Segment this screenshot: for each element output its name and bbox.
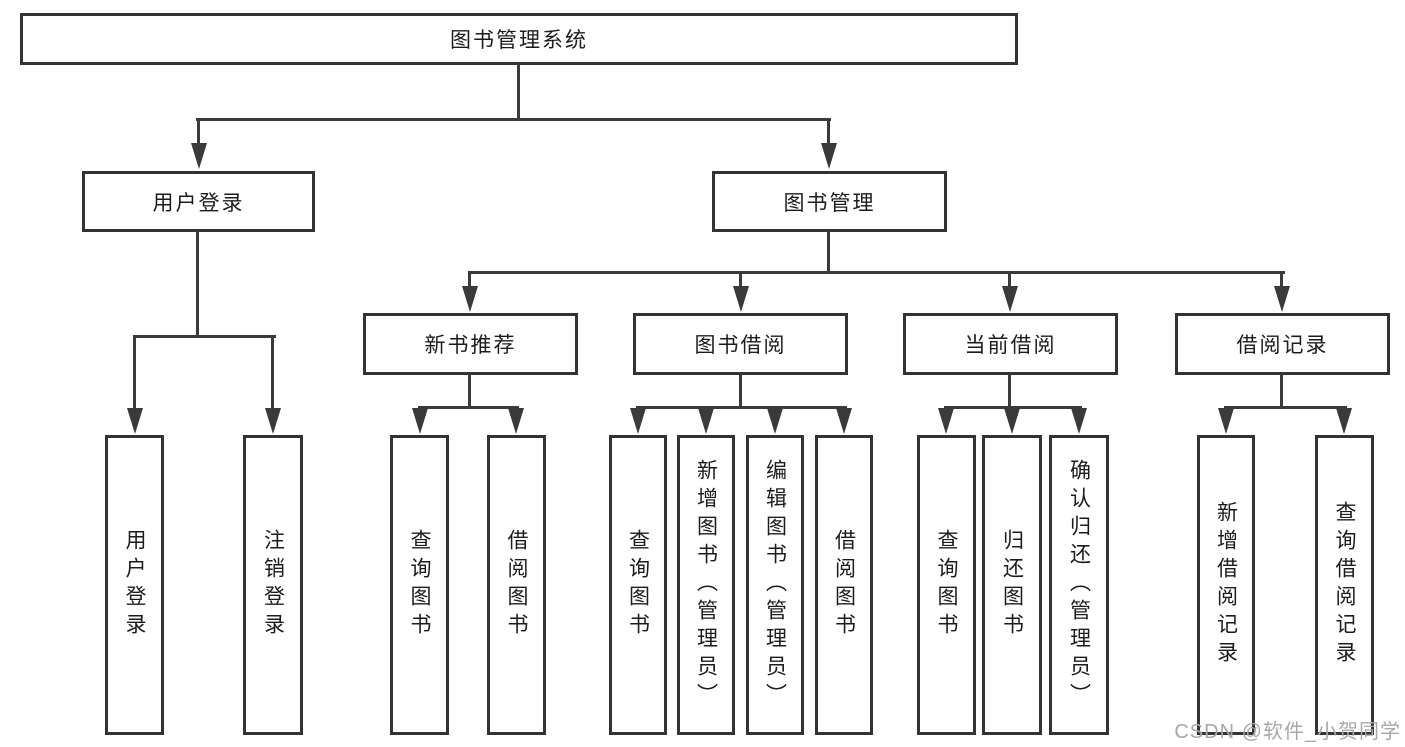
node-new-book-recommend: 新书推荐 <box>363 313 578 375</box>
leaf-borrow-books-recommend: 借阅图书 <box>487 435 546 735</box>
leaf-label: 编辑图书（管理员） <box>763 459 787 711</box>
leaf-user-login: 用户登录 <box>105 435 164 735</box>
arrow-down-icon <box>698 408 714 434</box>
connector-line <box>1280 374 1283 409</box>
node-label: 新书推荐 <box>424 334 517 357</box>
arrow-down-icon <box>733 286 749 312</box>
leaf-label: 借阅图书 <box>832 529 856 641</box>
leaf-add-books-admin: 新增图书（管理员） <box>677 435 735 735</box>
node-label: 图书管理 <box>783 191 876 215</box>
connector-line <box>468 271 1285 274</box>
node-borrow-record: 借阅记录 <box>1175 313 1390 375</box>
leaf-query-books-recommend: 查询图书 <box>390 435 449 735</box>
leaf-label: 查询借阅记录 <box>1333 501 1356 669</box>
leaf-query-books-borrow: 查询图书 <box>609 435 667 735</box>
node-book-borrow: 图书借阅 <box>633 313 848 375</box>
connector-line <box>944 406 1082 409</box>
leaf-label: 借阅图书 <box>505 529 528 641</box>
arrow-down-icon <box>836 408 852 434</box>
arrow-down-icon <box>1274 286 1290 312</box>
connector-line <box>517 64 520 121</box>
arrow-down-icon <box>191 143 207 169</box>
leaf-label: 查询图书 <box>935 529 958 641</box>
arrow-down-icon <box>412 408 428 434</box>
leaf-return-books: 归还图书 <box>982 435 1042 735</box>
leaf-query-books-current: 查询图书 <box>917 435 976 735</box>
arrow-down-icon <box>767 408 783 434</box>
connector-line <box>196 231 199 338</box>
connector-line <box>468 374 471 409</box>
leaf-add-borrow-record: 新增借阅记录 <box>1197 435 1255 735</box>
connector-line <box>196 118 831 121</box>
connector-line <box>271 335 274 411</box>
connector-line <box>133 335 276 338</box>
leaf-label: 归还图书 <box>1000 529 1024 641</box>
leaf-label: 新增借阅记录 <box>1214 501 1238 669</box>
connector-line <box>133 335 136 411</box>
connector-line <box>827 118 830 147</box>
connector-line <box>418 406 519 409</box>
connector-line <box>1008 374 1011 409</box>
connector-line <box>468 271 471 290</box>
leaf-label: 查询图书 <box>626 529 650 641</box>
leaf-label: 查询图书 <box>408 529 431 641</box>
node-label: 图书借阅 <box>694 334 787 357</box>
leaf-label: 用户登录 <box>123 529 146 641</box>
connector-line <box>1280 271 1283 290</box>
arrow-down-icon <box>1071 408 1087 434</box>
node-user-login: 用户登录 <box>82 171 315 232</box>
connector-line <box>739 374 742 409</box>
leaf-confirm-return-admin: 确认归还（管理员） <box>1049 435 1109 735</box>
connector-line <box>1224 406 1347 409</box>
leaf-label: 注销登录 <box>261 529 285 641</box>
node-label: 当前借阅 <box>964 334 1057 357</box>
arrow-down-icon <box>821 143 837 169</box>
arrow-down-icon <box>630 408 646 434</box>
node-library-management-system: 图书管理系统 <box>20 13 1018 65</box>
arrow-down-icon <box>1004 408 1020 434</box>
node-book-management: 图书管理 <box>712 171 947 232</box>
node-label: 借阅记录 <box>1236 334 1329 357</box>
leaf-label: 确认归还（管理员） <box>1067 459 1091 711</box>
leaf-logout: 注销登录 <box>243 435 303 735</box>
arrow-down-icon <box>1218 408 1234 434</box>
arrow-down-icon <box>1336 408 1352 434</box>
arrow-down-icon <box>127 408 143 434</box>
leaf-edit-books-admin: 编辑图书（管理员） <box>746 435 804 735</box>
arrow-down-icon <box>1002 286 1018 312</box>
node-label: 图书管理系统 <box>450 29 588 52</box>
connector-line <box>636 406 847 409</box>
connector-line <box>1008 271 1011 290</box>
leaf-borrow-books: 借阅图书 <box>815 435 873 735</box>
connector-line <box>739 271 742 290</box>
connector-line <box>197 118 200 147</box>
arrow-down-icon <box>508 408 524 434</box>
node-current-borrow: 当前借阅 <box>903 313 1118 375</box>
arrow-down-icon <box>938 408 954 434</box>
leaf-query-borrow-record: 查询借阅记录 <box>1315 435 1374 735</box>
arrow-down-icon <box>265 408 281 434</box>
leaf-label: 新增图书（管理员） <box>694 459 718 711</box>
connector-line <box>827 231 830 274</box>
arrow-down-icon <box>462 286 478 312</box>
node-label: 用户登录 <box>152 191 245 215</box>
